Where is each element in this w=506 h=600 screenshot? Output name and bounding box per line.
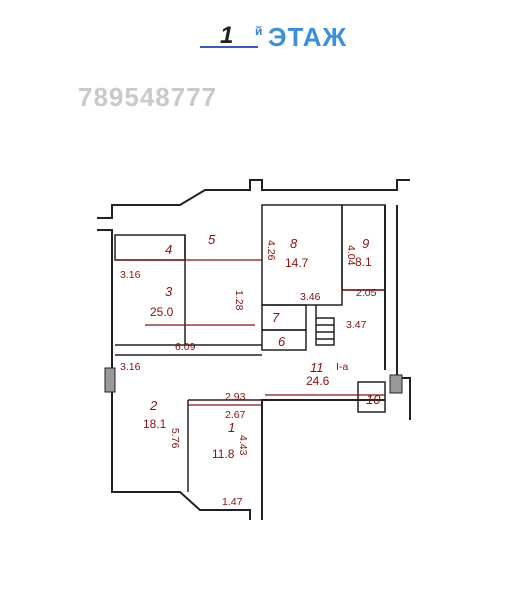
dimension-label: 5.76: [169, 428, 181, 449]
wall-outer-south: [261, 399, 385, 520]
dimension-label: 4.43: [237, 435, 249, 456]
room-area: 24.6: [306, 374, 330, 388]
stair-label: I-a: [336, 361, 348, 373]
floor-suffix: й: [255, 24, 263, 38]
room-number: 7: [272, 310, 280, 325]
dimension-label: 1.47: [222, 496, 243, 508]
room-number: 9: [362, 236, 369, 251]
room-number: 8: [290, 236, 298, 251]
room-number: 3: [165, 284, 173, 299]
room-area: 25.0: [150, 305, 174, 319]
dimension-label: 6.09: [175, 341, 196, 353]
room-labels: 1 11.8 2 18.1 3 25.0 4 5 6 7 8 14.7 9 8.…: [143, 232, 381, 461]
dimension-label: 4.26: [265, 240, 277, 261]
room-area: 14.7: [285, 256, 309, 270]
wall-outer-west-2: [97, 229, 251, 520]
dimension-label: 2.05: [356, 287, 377, 299]
dimension-label: 2.67: [225, 409, 246, 421]
inner-walls: [114, 204, 386, 492]
dimension-label: 4.04: [345, 245, 357, 266]
dimension-label: 1.28: [233, 290, 245, 311]
room-number: 5: [208, 232, 216, 247]
room-number: 10: [366, 392, 381, 407]
room-7-box: [261, 304, 307, 331]
windows: [104, 367, 403, 394]
room-number: 11: [310, 360, 324, 375]
window-east: [389, 374, 403, 394]
wall-outer-west: [97, 179, 410, 219]
room-10-box: [357, 381, 386, 413]
floor-underline: [200, 46, 258, 48]
dimension-label: 2.93: [225, 391, 246, 403]
room-4-box: [114, 234, 186, 261]
room-number: 2: [149, 398, 158, 413]
room-number: 1: [228, 420, 235, 435]
room-number: 6: [278, 334, 286, 349]
watermark-number: 789548777: [78, 82, 218, 112]
floor-number: 1: [220, 22, 234, 49]
dimension-label: 3.16: [120, 269, 141, 281]
window-west: [104, 367, 116, 393]
dimension-labels: 3.16 1.28 6.09 3.16 5.76 2.93 2.67 4.43 …: [120, 240, 377, 508]
wall-outer-east: [396, 205, 411, 420]
room-area: 11.8: [212, 447, 235, 461]
dimension-lines: [115, 259, 385, 406]
dimension-label: 3.46: [300, 291, 321, 303]
room-area: 18.1: [143, 417, 167, 431]
room-area: 8.1: [355, 255, 372, 269]
dimension-label: 3.47: [346, 319, 367, 331]
outer-walls: [97, 179, 411, 520]
room-number: 4: [165, 242, 172, 257]
floor-title: ЭТАЖ: [268, 22, 348, 52]
room-6-box: [261, 329, 307, 351]
dimension-label: 3.16: [120, 361, 141, 373]
